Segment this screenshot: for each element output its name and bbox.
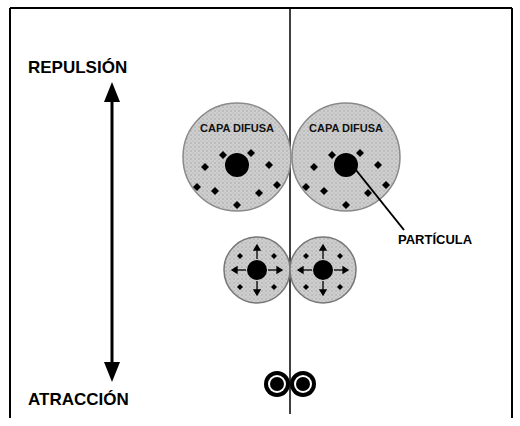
ion-mark [211, 187, 219, 195]
ion-mark [201, 163, 209, 171]
force-label: ATRACCIÓN [28, 390, 129, 410]
ion-mark [364, 189, 372, 197]
ion-mark [328, 151, 336, 159]
circle-outline [291, 102, 401, 212]
ion-mark [233, 201, 241, 209]
ion-mark [356, 149, 364, 157]
ion-mark [247, 149, 255, 157]
diffuse-layer [292, 103, 400, 211]
ion-mark [374, 161, 382, 169]
ion-mark [193, 183, 201, 191]
particle-core [225, 153, 249, 177]
ion-mark [255, 189, 263, 197]
ion-mark [273, 181, 281, 189]
diffuse-layer [183, 103, 291, 211]
ion-mark [382, 181, 390, 189]
diffuse-layer-circle: CAPA DIFUSA [291, 102, 401, 212]
ion-mark [302, 183, 310, 191]
double-arrow [104, 82, 120, 382]
part-label: PARTÍCULA [398, 232, 472, 247]
particle-core [334, 153, 358, 177]
ion-mark [342, 201, 350, 209]
ion-mark [320, 187, 328, 195]
diffuse-layer-circle: CAPA DIFUSA [182, 102, 292, 212]
ion-mark [265, 161, 273, 169]
center-line [289, 8, 291, 414]
node-label: CAPA DIFUSA [182, 102, 292, 134]
medium-colloid-pair [224, 237, 356, 303]
leader-line [352, 165, 404, 230]
ion-mark [219, 151, 227, 159]
ion-mark [310, 163, 318, 171]
circle-outline [182, 102, 292, 212]
small-colloid-pair [264, 371, 316, 397]
node-label: CAPA DIFUSA [291, 102, 401, 134]
force-label: REPULSIÓN [28, 58, 127, 78]
frame [10, 8, 512, 418]
